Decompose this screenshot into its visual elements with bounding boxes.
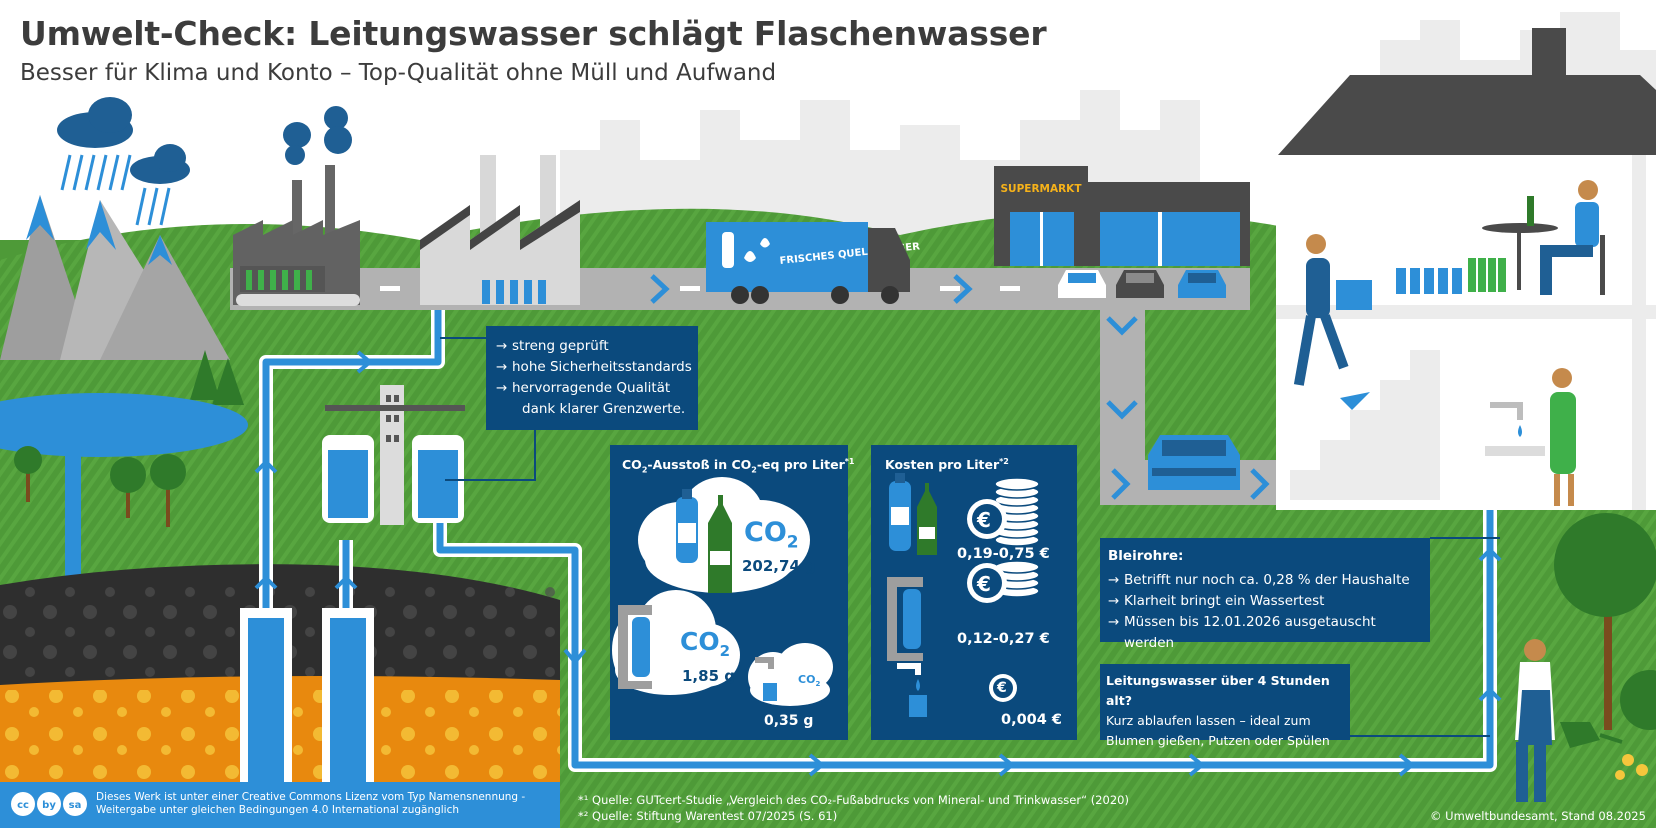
co2-symbol-sub: 2 [719, 642, 731, 660]
sa-icon: sa [69, 800, 82, 811]
lead-pipes-box: Bleirohre: Betrifft nur noch ca. 0,28 % … [1100, 538, 1430, 651]
stale-water-box: Leitungswasser über 4 Stunden alt? Kurz … [1100, 664, 1350, 748]
co2-box-heading: CO2-Ausstoß in CO2-eq pro Liter*1 [622, 457, 855, 475]
parked-cars [1058, 270, 1226, 298]
water-factory [420, 155, 580, 305]
driveway-car [1148, 435, 1240, 490]
co2-sparkler-value: 1,85 g [682, 667, 735, 685]
co2-symbol-sub: 2 [786, 532, 799, 553]
page-subtitle: Besser für Klima und Konto – Top-Qualitä… [20, 60, 777, 86]
gardener [1515, 639, 1648, 802]
pine-trees [190, 350, 244, 405]
bottling-factory [233, 106, 360, 306]
co2-tap-value: 0,35 g [764, 713, 814, 729]
cc-icon: cc [17, 800, 29, 811]
quality-item: hervorragende Qualität [496, 378, 698, 399]
co2-symbol: CO [744, 517, 787, 548]
quality-list: streng geprüft hohe Sicherheitsstandards… [496, 336, 698, 399]
co2-box: CO2-Ausstoß in CO2-eq pro Liter*1 CO2 20… [610, 445, 855, 740]
lead-pipes-item: Betrifft nur noch ca. 0,28 % der Haushal… [1108, 570, 1430, 591]
co2-symbol: CO [798, 673, 816, 686]
co2-symbol-large: CO2 [744, 517, 799, 552]
license-text: Dieses Werk ist unter einer Creative Com… [96, 791, 525, 817]
co2-heading-part: CO [622, 457, 642, 473]
co2-heading-sub: 2 [751, 465, 757, 475]
cost-box-art [887, 473, 1040, 717]
round-trees [14, 446, 186, 527]
license-icons: cc by sa [11, 792, 87, 816]
source-note-2: *² Quelle: Stiftung Warentest 07/2025 (S… [578, 809, 838, 823]
quality-item-continued: dank klarer Grenzwerte. [522, 401, 686, 417]
co2-box-art [612, 477, 833, 706]
mountains [0, 195, 230, 360]
stale-water-line: Blumen gießen, Putzen oder Spülen [1106, 733, 1330, 748]
quality-item: hohe Sicherheitsstandards [496, 357, 698, 378]
wells [240, 608, 374, 813]
cost-box: Kosten pro Liter*2 € € € 0,19-0,75 € 0,1… [871, 445, 1077, 740]
co2-heading-part: -eq pro Liter [756, 457, 845, 473]
footer-band [0, 782, 560, 828]
supermarket: SUPERMARKT [994, 166, 1250, 266]
lake [0, 393, 248, 457]
by-icon: by [42, 800, 56, 811]
stale-water-line: Kurz ablaufen lassen – ideal zum [1106, 713, 1311, 728]
cost-box-heading: Kosten pro Liter*2 [885, 457, 1009, 472]
source-note-1: *¹ Quelle: GUTcert-Studie „Vergleich des… [578, 793, 1129, 807]
co2-bottled-value: 202,74 g [742, 557, 816, 575]
page-title: Umwelt-Check: Leitungswasser schlägt Fla… [20, 14, 1047, 53]
lead-pipes-item: Klarheit bringt ein Wassertest [1108, 591, 1430, 612]
co2-heading-sub: 2 [641, 465, 648, 475]
garden-tree [1554, 513, 1656, 730]
rain-clouds [57, 97, 190, 226]
lead-pipes-heading: Bleirohre: [1108, 548, 1184, 564]
cost-heading-note: *2 [999, 457, 1009, 466]
license-line: Dieses Werk ist unter einer Creative Com… [96, 791, 526, 803]
euro-icon: € [977, 508, 991, 532]
copyright: © Umweltbundesamt, Stand 08.2025 [1430, 809, 1646, 823]
co2-symbol-medium: CO2 [680, 627, 730, 660]
co2-heading-note: *1 [844, 457, 855, 466]
stale-water-heading: Leitungswasser über 4 Stunden alt? [1106, 673, 1330, 708]
co2-symbol-small: CO2 [798, 673, 820, 688]
co2-symbol-sub: 2 [815, 680, 821, 689]
sparkler-cost: 0,12-0,27 € [957, 631, 1050, 647]
truck: FRISCHES QUELLWASSER [706, 222, 921, 304]
lead-pipes-item: Müssen bis 12.01.2026 ausgetauscht werde… [1108, 612, 1430, 654]
co2-symbol: CO [680, 627, 720, 656]
quality-box: streng geprüft hohe Sicherheitsstandards… [486, 326, 698, 430]
co2-heading-part: -Ausstoß in CO [647, 457, 752, 473]
supermarket-sign: SUPERMARKT [1000, 183, 1082, 195]
waterworks [322, 385, 465, 525]
house [1276, 28, 1656, 510]
euro-icon: € [997, 680, 1007, 696]
euro-icon: € [977, 572, 991, 596]
quality-item: streng geprüft [496, 336, 698, 357]
license-line: Weitergabe unter gleichen Bedingungen 4.… [96, 804, 460, 816]
tap-cost: 0,004 € [1001, 712, 1063, 728]
bottled-cost: 0,19-0,75 € [957, 546, 1050, 562]
lead-pipes-list: Betrifft nur noch ca. 0,28 % der Haushal… [1108, 570, 1430, 654]
cost-heading-text: Kosten pro Liter [885, 457, 1000, 473]
flow-arrows [254, 350, 1502, 777]
